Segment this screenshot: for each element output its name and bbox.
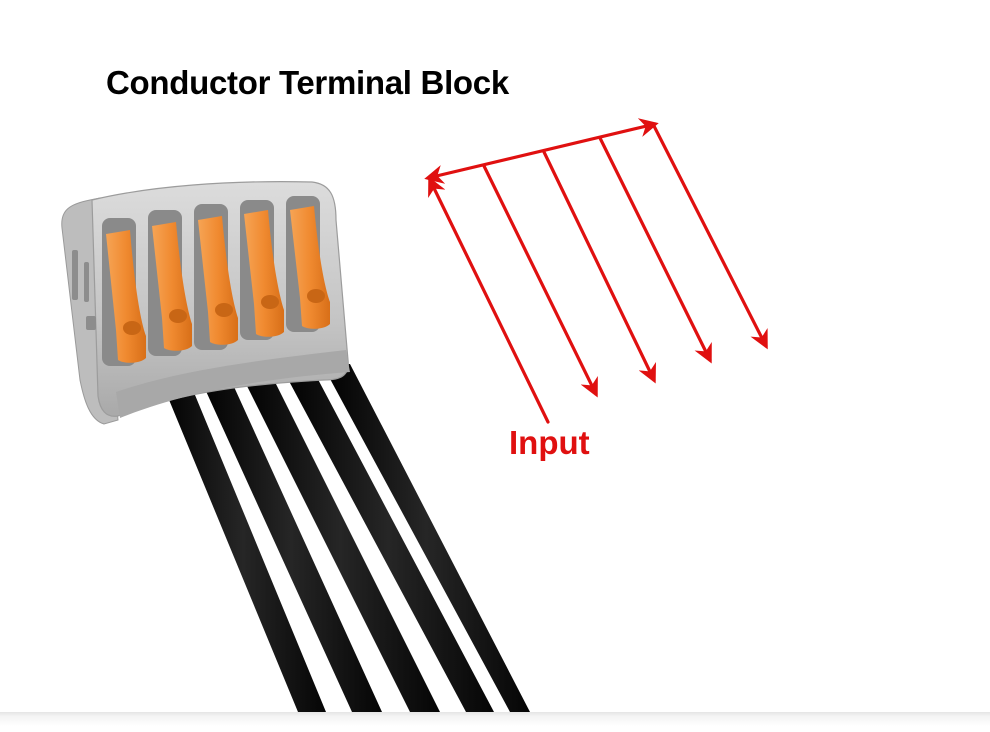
arrow-icon bbox=[482, 164, 598, 398]
page-title: Conductor Terminal Block bbox=[106, 64, 509, 101]
terminal-block-icon bbox=[61, 181, 350, 425]
lever bbox=[106, 230, 146, 363]
arrow-icon bbox=[424, 118, 659, 184]
wire bbox=[322, 364, 530, 712]
wire bbox=[240, 372, 440, 712]
lever bbox=[290, 206, 330, 329]
floor-shadow bbox=[0, 712, 990, 732]
lever bbox=[244, 210, 284, 337]
lever bbox=[152, 222, 192, 351]
input-label: Input bbox=[509, 424, 590, 461]
input-arrows bbox=[424, 118, 768, 424]
lever bbox=[198, 216, 238, 345]
levers bbox=[106, 206, 330, 363]
wire bbox=[160, 378, 326, 712]
wire bbox=[200, 378, 382, 712]
arrow-icon bbox=[428, 176, 550, 424]
arrow-icon bbox=[542, 150, 656, 384]
wire bbox=[282, 368, 494, 712]
wires bbox=[160, 364, 530, 712]
arrow-icon bbox=[652, 124, 768, 350]
arrow-icon bbox=[598, 136, 712, 364]
